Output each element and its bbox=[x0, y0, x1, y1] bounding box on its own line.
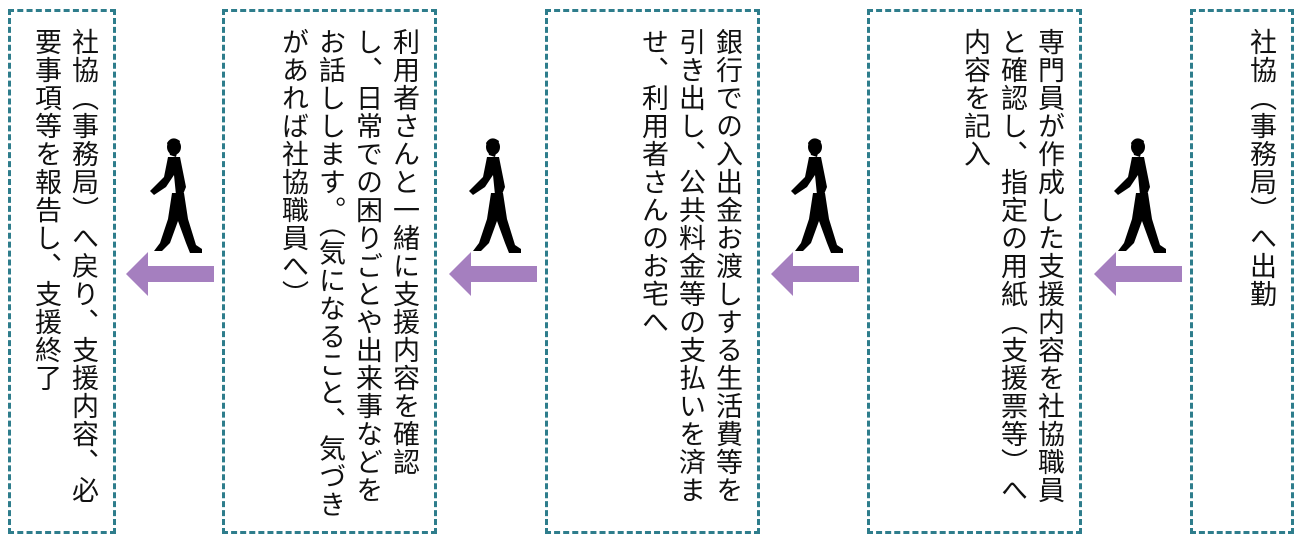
arrow-left-icon bbox=[771, 252, 859, 296]
walking-person-icon bbox=[1114, 138, 1166, 253]
step-box-5: 社協（事務局）へ戻り、支援内容、必要事項等を報告し、支援終了 bbox=[8, 9, 116, 534]
step-box-3: 銀行での入出金お渡しする生活費等を引き出し、公共料金等の支払いを済ませ、利用者さ… bbox=[545, 9, 760, 534]
walking-person-icon bbox=[150, 138, 202, 253]
step-2-text: 専門員が作成した支援内容を社協職員と確認し、指定の用紙（支援票等）へ内容を記入 bbox=[959, 28, 1064, 504]
arrow-left-icon bbox=[449, 252, 537, 296]
arrow-left-icon bbox=[126, 252, 214, 296]
step-3-text: 銀行での入出金お渡しする生活費等を引き出し、公共料金等の支払いを済ませ、利用者さ… bbox=[637, 28, 742, 504]
step-4-text: 利用者さんと一緒に支援内容を確認し、日常での困りごとや出来事などをお話しします。… bbox=[277, 28, 419, 519]
step-1-text: 社協（事務局）へ出勤 bbox=[1245, 28, 1276, 308]
walking-person-icon bbox=[469, 138, 521, 253]
step-box-2: 専門員が作成した支援内容を社協職員と確認し、指定の用紙（支援票等）へ内容を記入 bbox=[867, 9, 1082, 534]
step-box-4: 利用者さんと一緒に支援内容を確認し、日常での困りごとや出来事などをお話しします。… bbox=[222, 9, 437, 534]
arrow-left-icon bbox=[1094, 252, 1182, 296]
walking-person-icon bbox=[791, 138, 843, 253]
step-5-text: 社協（事務局）へ戻り、支援内容、必要事項等を報告し、支援終了 bbox=[30, 28, 98, 504]
step-box-1: 社協（事務局）へ出勤 bbox=[1190, 9, 1294, 534]
